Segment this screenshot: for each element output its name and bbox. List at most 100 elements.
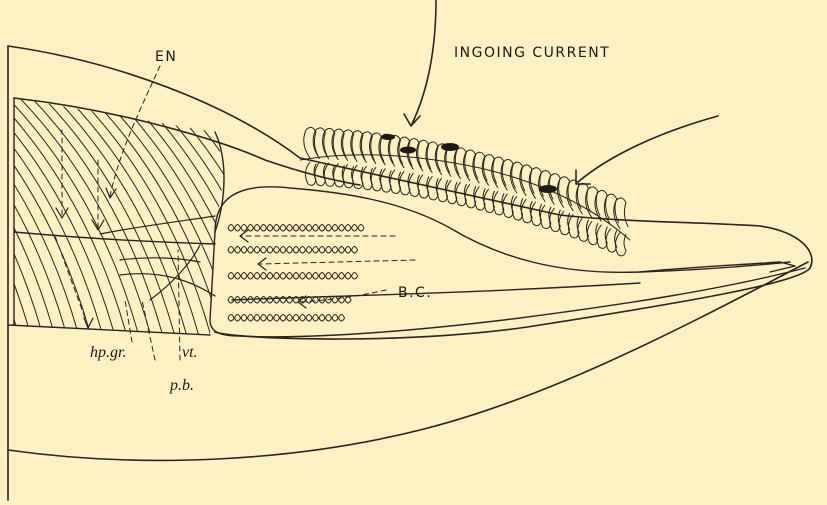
striation-line	[0, 90, 20, 340]
striation-line	[384, 90, 524, 340]
inner-loop	[267, 297, 273, 304]
body-outline	[8, 46, 812, 500]
gill-lamella	[484, 189, 495, 212]
inner-gill-loops	[228, 225, 364, 322]
inner-loop	[332, 225, 338, 232]
inner-loop	[254, 315, 260, 322]
inner-loop	[352, 247, 358, 254]
inner-loop	[274, 273, 280, 280]
inner-loop	[358, 225, 364, 232]
striation-line	[360, 90, 500, 340]
gill-lamella	[512, 197, 523, 220]
inner-loop	[287, 247, 293, 254]
inner-loop	[274, 315, 280, 322]
inner-loop	[326, 247, 332, 254]
current-arrows	[404, 0, 718, 184]
gill-lamella	[540, 205, 551, 228]
inner-loop	[261, 315, 267, 322]
inner-loop	[241, 273, 247, 280]
inner-loop	[287, 225, 293, 232]
inner-loop	[248, 247, 254, 254]
label-hp-gr: hp.gr.	[90, 345, 126, 361]
gill-lamella	[550, 208, 561, 231]
striation-line	[324, 90, 464, 340]
gill-lamella	[568, 215, 579, 238]
label-en: EN	[155, 50, 177, 64]
inner-loop	[280, 247, 286, 254]
striation-line	[312, 90, 452, 340]
inner-loop	[261, 273, 267, 280]
inner-loop	[248, 315, 254, 322]
gill-lamella	[587, 221, 598, 244]
small-arrowheads	[56, 188, 306, 328]
inner-loop	[326, 315, 332, 322]
inner-loop	[300, 315, 306, 322]
internal-ducts	[100, 216, 215, 300]
inner-loop	[254, 273, 260, 280]
inner-loop	[254, 225, 260, 232]
inner-loop	[261, 247, 267, 254]
inner-loop	[287, 273, 293, 280]
inner-loop	[306, 247, 312, 254]
inner-loop	[326, 273, 332, 280]
inner-loop	[332, 315, 338, 322]
inner-loop	[235, 315, 241, 322]
inner-loop	[274, 247, 280, 254]
inner-loop	[261, 297, 267, 304]
gill-lamella	[418, 175, 429, 198]
striation-line	[396, 90, 536, 340]
inner-loop	[332, 247, 338, 254]
inner-loop	[319, 273, 325, 280]
inner-loop	[280, 273, 286, 280]
inner-loop	[261, 225, 267, 232]
inner-loop	[241, 315, 247, 322]
gill-lamella	[493, 192, 504, 215]
inner-loop	[306, 315, 312, 322]
inner-loop	[345, 247, 351, 254]
gill-lamella	[578, 218, 589, 241]
inner-loop	[274, 225, 280, 232]
inner-loop	[339, 247, 345, 254]
gill-lamella	[465, 185, 476, 208]
gill-lamella	[503, 194, 514, 217]
label-ingoing-current: INGOING CURRENT	[454, 46, 610, 60]
inner-loop	[339, 225, 345, 232]
inner-loop	[293, 247, 299, 254]
inner-loop	[228, 225, 234, 232]
striation-line	[372, 90, 512, 340]
inner-loop	[300, 273, 306, 280]
label-bc: B.C.	[398, 286, 432, 300]
inner-loop	[267, 273, 273, 280]
inner-loop	[306, 225, 312, 232]
inner-loop	[267, 225, 273, 232]
inner-loop	[339, 273, 345, 280]
gill-lamella	[606, 229, 617, 252]
striation-line	[0, 90, 104, 340]
gill-lamella	[531, 202, 542, 225]
inner-loop	[352, 225, 358, 232]
inner-loop	[345, 273, 351, 280]
inner-loop	[313, 315, 319, 322]
inner-loop	[267, 315, 273, 322]
striation-line	[348, 90, 488, 340]
inner-loop	[345, 225, 351, 232]
inner-loop	[332, 297, 338, 304]
inner-loop	[306, 273, 312, 280]
inner-loop	[300, 225, 306, 232]
gill-lamella	[615, 233, 626, 256]
label-pb: p.b.	[170, 378, 194, 394]
gill-lamella	[437, 178, 448, 201]
inner-loop	[293, 315, 299, 322]
inner-loop	[352, 273, 358, 280]
inner-loop	[228, 273, 234, 280]
muscle-striations	[0, 90, 536, 340]
inner-loop	[313, 273, 319, 280]
inner-loop	[280, 315, 286, 322]
inner-loop	[235, 225, 241, 232]
current-arrow-right	[578, 116, 718, 182]
muscle-block-outline	[14, 98, 224, 325]
inner-loop	[228, 247, 234, 254]
inner-loop	[313, 247, 319, 254]
